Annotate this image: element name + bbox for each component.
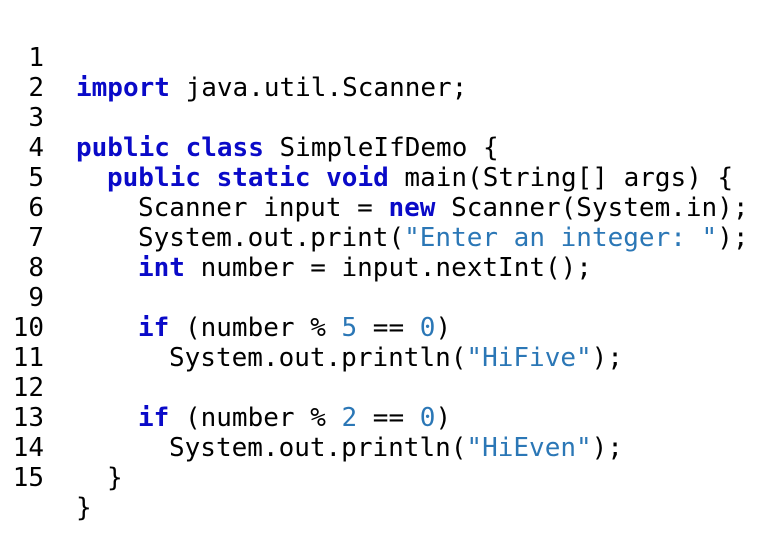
string-literal: "HiEven" [466,433,592,463]
code-line: 6 System.out.print("Enter an integer: ")… [0,163,748,253]
code-text: System.out.print("Enter an integer: "); [76,223,749,253]
line-number: 1 [28,43,44,73]
string-literal: "HiFive" [466,343,592,373]
code-token: main(String[] args) { [388,163,734,193]
code-editor: 1 import java.util.Scanner; 2 3 public c… [0,13,749,523]
code-text: if (number % 5 == 0) [76,313,451,343]
code-text: import java.util.Scanner; [76,73,467,103]
code-text: System.out.println("HiFive"); [76,343,623,373]
code-line: 3 public class SimpleIfDemo { [0,73,498,163]
code-line: 1 import java.util.Scanner; [0,13,467,103]
code-text: System.out.println("HiEven"); [76,433,623,463]
number-literal: 0 [419,313,436,343]
code-line: 7 int number = input.nextInt(); [0,193,592,283]
code-line: 14 } [0,403,123,493]
line-number: 13 [12,403,44,433]
keyword-token: if [138,313,170,343]
keyword-token: public [76,133,170,163]
code-text: Scanner input = new Scanner(System.in); [76,193,749,223]
keyword-token: void [326,163,389,193]
code-text: if (number % 2 == 0) [76,403,451,433]
code-line: 11 [0,313,63,373]
keyword-token: if [138,403,170,433]
line-number: 9 [28,283,44,313]
line-number: 11 [12,343,44,373]
code-token [170,133,186,163]
code-token: ); [717,223,749,253]
code-token: System.out.println( [169,343,467,373]
keyword-token: class [185,133,264,163]
code-token: } [107,463,123,493]
code-token: java.util.Scanner; [169,73,468,103]
keyword-token: public [107,163,201,193]
code-token: ); [591,433,623,463]
code-line: 4 public static void main(String[] args)… [0,103,733,193]
code-token: System.out.println( [169,433,467,463]
line-number: 4 [28,133,44,163]
line-number: 3 [28,103,44,133]
code-token: SimpleIfDemo { [263,133,499,163]
line-number: 15 [12,463,44,493]
line-number: 12 [12,373,44,403]
code-token: == [357,313,420,343]
line-number: 2 [28,73,44,103]
code-token [201,163,217,193]
code-line: 13 System.out.println("HiEven"); [0,373,623,463]
code-line: 5 Scanner input = new Scanner(System.in)… [0,133,748,223]
code-line: 2 [0,43,63,103]
code-text: public class SimpleIfDemo { [76,133,499,163]
line-number: 6 [28,193,44,223]
line-number: 7 [28,223,44,253]
code-line: 15 } [0,433,92,523]
code-token: ) [435,403,452,433]
code-token [311,163,327,193]
line-number: 10 [12,313,44,343]
code-token: == [357,403,420,433]
number-literal: 2 [341,403,358,433]
code-token: number = input.nextInt(); [184,253,592,283]
string-literal: "Enter an integer: " [404,223,718,253]
keyword-token: import [76,73,170,103]
code-token: } [76,493,92,523]
code-token: ); [591,343,623,373]
line-number: 5 [28,163,44,193]
code-token: System.out.print( [138,223,405,253]
code-line: 8 [0,223,63,283]
keyword-token: static [216,163,311,193]
code-line: 9 if (number % 5 == 0) [0,253,451,343]
number-literal: 0 [419,403,436,433]
code-token: (number % [169,313,342,343]
code-token: ) [435,313,452,343]
code-token: Scanner(System.in); [435,193,749,223]
code-token: (number % [169,403,342,433]
keyword-token: int [138,253,185,283]
code-line: 10 System.out.println("HiFive"); [0,283,623,373]
number-literal: 5 [341,313,358,343]
code-token: Scanner input = [138,193,389,223]
line-number: 14 [12,433,44,463]
code-line: 12 if (number % 2 == 0) [0,343,451,433]
code-text: public static void main(String[] args) { [76,163,733,193]
code-text: } [76,463,123,493]
keyword-token: new [388,193,436,223]
code-text: int number = input.nextInt(); [76,253,592,283]
line-number: 8 [28,253,44,283]
code-text: } [76,493,92,523]
